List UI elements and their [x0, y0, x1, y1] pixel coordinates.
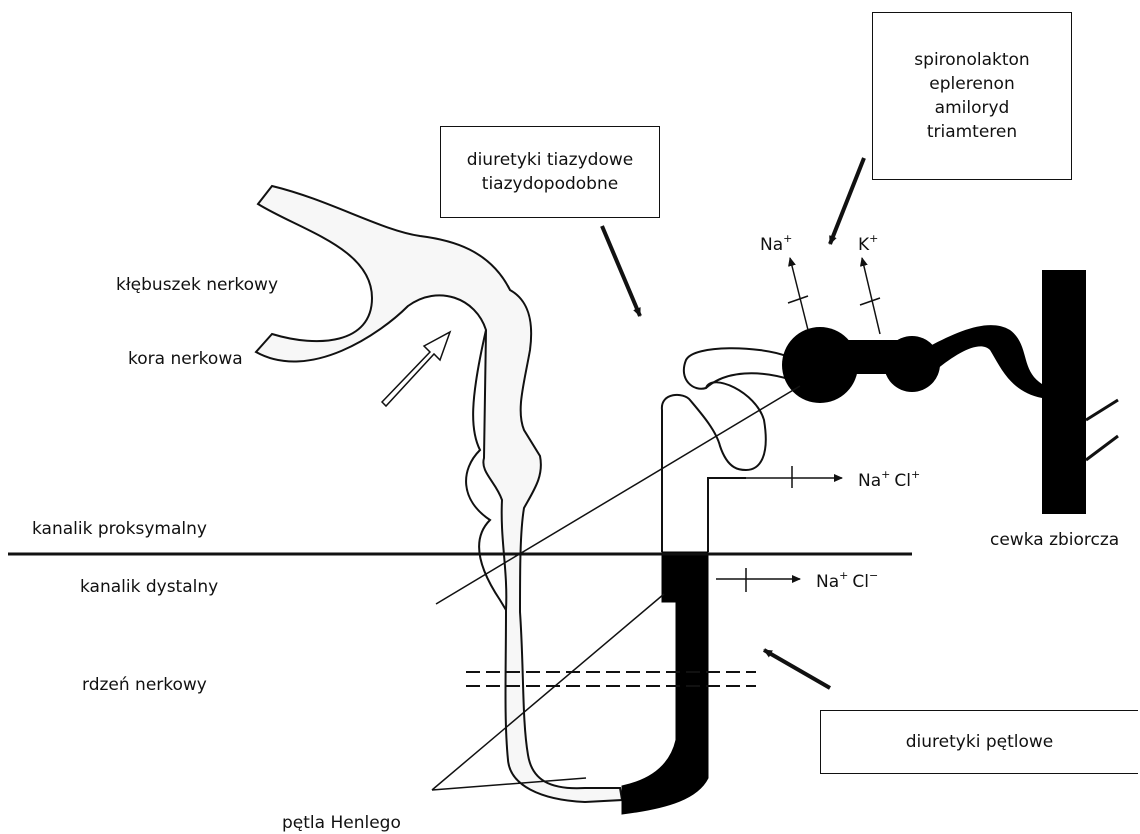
henle-ascending-outline — [662, 348, 786, 552]
potassium-sparing-arrow[interactable] — [830, 158, 864, 244]
ps-line-4: triamteren — [927, 120, 1017, 144]
distal-tubule-label: kanalik dystalny — [80, 577, 218, 597]
proximal-tubule-label: kanalik proksymalny — [32, 519, 207, 539]
distal-blob-small[interactable] — [884, 336, 940, 392]
upper-nacl-label: Na+Cl+ — [858, 468, 920, 491]
potassium-sparing-box[interactable]: spironolakton eplerenon amiloryd triamte… — [872, 12, 1072, 180]
distal-limb-outline — [708, 478, 746, 552]
k-efflux-arrow — [862, 258, 880, 334]
na-block-tick — [788, 296, 808, 303]
collecting-duct[interactable] — [1042, 270, 1086, 514]
medulla-label: rdzeń nerkowy — [82, 675, 207, 695]
k-ion-label: K+ — [858, 232, 878, 255]
distal-tubule-loop — [706, 373, 792, 388]
thick-ascending-limb[interactable] — [622, 552, 708, 814]
ps-line-1: spironolakton — [914, 48, 1029, 72]
lower-nacl-label: Na+Cl− — [816, 569, 878, 592]
thiazide-box[interactable]: diuretyki tiazydowe tiazydopodobne — [440, 126, 660, 218]
thiazide-arrow[interactable] — [602, 226, 640, 316]
loop-diuretic-box[interactable]: diuretyki pętlowe — [820, 710, 1138, 774]
thiazide-line-1: diuretyki tiazydowe — [467, 148, 633, 172]
loop-of-henle-label: pętla Henlego — [282, 813, 401, 833]
henle-leader-1 — [432, 594, 664, 790]
collecting-duct-label: cewka zbiorcza — [990, 530, 1119, 550]
ps-line-2: eplerenon — [929, 72, 1014, 96]
na-efflux-arrow — [790, 258, 808, 330]
bowman-capsule — [256, 186, 622, 802]
cortex-label: kora nerkowa — [128, 349, 243, 369]
k-block-tick — [860, 298, 880, 305]
ps-line-3: amiloryd — [935, 96, 1010, 120]
connecting-tubule — [930, 325, 1042, 398]
loop-line-1: diuretyki pętlowe — [906, 730, 1053, 754]
na-ion-label: Na+ — [760, 232, 792, 255]
collecting-branch-2 — [1086, 436, 1118, 460]
loop-diuretic-arrow[interactable] — [764, 650, 830, 688]
filtration-arrow — [382, 332, 450, 406]
collecting-branch-1 — [1086, 400, 1118, 420]
thiazide-line-2: tiazydopodobne — [482, 172, 618, 196]
glomerulus-label: kłębuszek nerkowy — [116, 275, 278, 295]
